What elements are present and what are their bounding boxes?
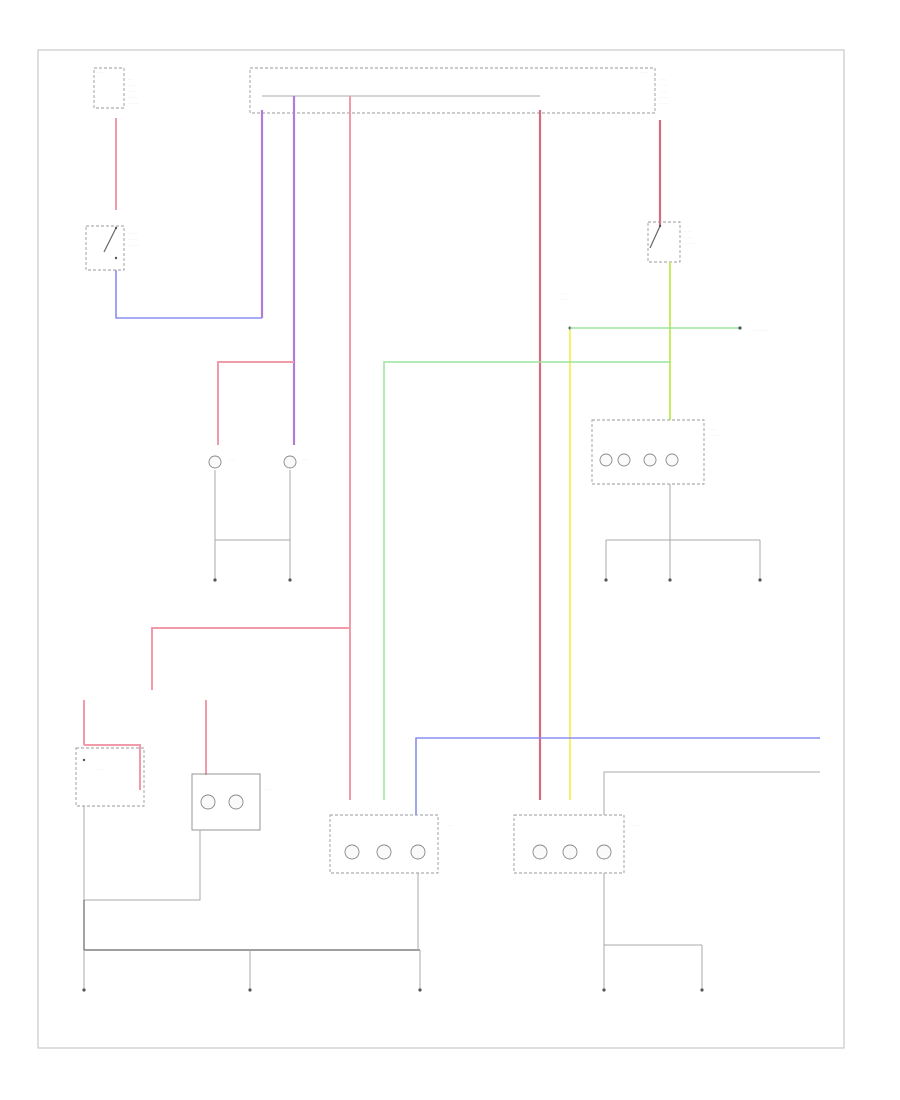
svg-text:· · · · ·: · · · · · <box>660 95 669 99</box>
high-mount-stop-lamp: · · · · · · · · · <box>591 419 719 485</box>
svg-text:· · · ·: · · · · <box>632 823 639 827</box>
svg-text:· · · ·: · · · · <box>710 427 717 431</box>
svg-text:· · · · ·: · · · · · <box>96 70 105 74</box>
svg-text:· · · ·: · · · · <box>562 291 569 295</box>
wire-blue-left-lamp <box>415 737 820 815</box>
svg-text:· · · · · ·: · · · · · · <box>128 243 139 247</box>
wire-green-long <box>383 361 670 800</box>
left-combination-lamp: · · · · <box>329 814 453 874</box>
svg-text:· · · · ·: · · · · · <box>684 235 693 239</box>
svg-text:· · · · · · · · ·: · · · · · · · · · <box>752 328 768 332</box>
wire-pink-lamp-feed <box>217 361 294 445</box>
svg-text:· · · · ·: · · · · · <box>638 70 647 74</box>
svg-text:· · · ·: · · · · <box>660 101 667 105</box>
svg-text:· · ·: · · · <box>660 77 665 81</box>
cruise-module: · · · · · · · · · <box>560 291 572 330</box>
svg-text:· · ·: · · · <box>128 77 133 81</box>
svg-text:· · · ·: · · · · <box>228 457 235 461</box>
right-license-lamp: · · · · <box>283 455 309 469</box>
lamp-cluster-small: · · · · <box>191 773 271 831</box>
fuse-block-left: · · · · · · · · · · · · · · · · · · · · … <box>93 67 139 109</box>
svg-text:· · · ·: · · · · <box>128 83 135 87</box>
svg-text:· · · · · ·: · · · · · · <box>128 231 139 235</box>
connector-dot-right <box>738 326 742 330</box>
wire-blue-switch <box>115 270 262 319</box>
svg-text:· · · ·: · · · · <box>302 457 309 461</box>
svg-text:· · · ·: · · · · <box>96 767 103 771</box>
right-combination-lamp: · · · · <box>513 814 639 874</box>
left-license-lamp: · · · · <box>208 455 235 469</box>
diagram-frame <box>37 49 845 1049</box>
combination-switch: · · · · · · · · · · · · · · · · · <box>85 225 139 271</box>
wire-pink-branch <box>151 627 350 690</box>
svg-text:· · · · · ·: · · · · · · <box>128 101 139 105</box>
fuse-block-main: · · · · · · · · · · · · · · · · · · · · … <box>249 67 669 114</box>
svg-text:· · · ·: · · · · <box>264 787 271 791</box>
svg-text:· · · · ·: · · · · · <box>128 95 137 99</box>
svg-text:· · · ·: · · · · <box>660 83 667 87</box>
svg-text:· · · ·: · · · · <box>660 89 667 93</box>
stop-lamp-switch: · · · · · · · · · · · · · · · · <box>647 221 696 263</box>
svg-text:· · · · ·: · · · · · <box>560 297 569 301</box>
svg-text:· · · · ·: · · · · · <box>710 433 719 437</box>
svg-text:· · · · ·: · · · · · <box>128 237 137 241</box>
svg-text:· · · ·: · · · · <box>128 89 135 93</box>
svg-text:· · · ·: · · · · <box>684 229 691 233</box>
svg-text:· · · ·: · · · · <box>446 823 453 827</box>
left-backup-switch: · · · · <box>75 747 145 807</box>
svg-text:· · · · · · ·: · · · · · · · <box>684 241 696 245</box>
